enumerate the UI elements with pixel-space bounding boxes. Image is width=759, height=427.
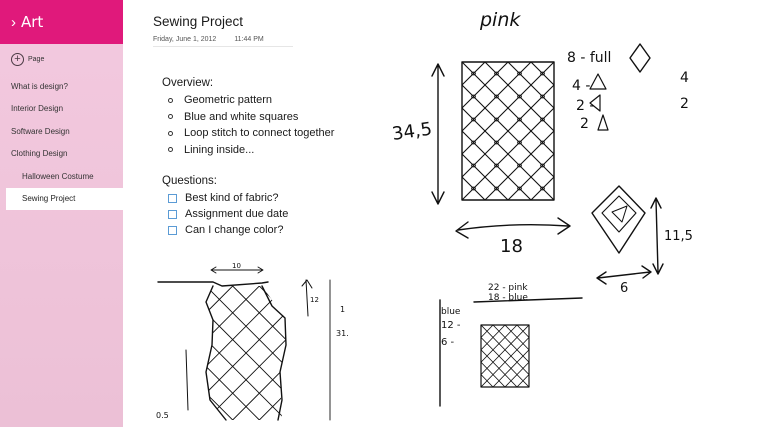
page-title[interactable]: Sewing Project: [153, 14, 244, 29]
questions-list: Best kind of fabric? Assignment due date…: [168, 190, 288, 238]
ink-label: 31.: [336, 329, 349, 338]
height-arrow: [431, 63, 445, 205]
page-item-clothing-design[interactable]: Clothing Design: [11, 149, 68, 159]
list-item[interactable]: Loop stitch to connect together: [168, 125, 334, 142]
ink-label: 12: [310, 296, 319, 304]
todo-item[interactable]: Can I change color?: [168, 222, 288, 238]
diamond-height-arrow: [650, 197, 664, 275]
diamond-width-arrow: [596, 265, 652, 285]
ink-label: 0.5: [156, 411, 169, 420]
width-arrow: [455, 217, 571, 239]
ink-labels: pink 34,5 18 8 - full 4 - 2 - 2 4 2 11,5…: [156, 9, 693, 420]
ink-label: 2: [580, 116, 589, 132]
checkbox[interactable]: [168, 209, 177, 219]
ink-label: pink: [479, 9, 521, 31]
ink-label: 8 - full: [567, 50, 611, 66]
diamond-shape: [591, 185, 646, 254]
add-page-label: Page: [28, 55, 45, 63]
page-list: What is design? Interior Design Software…: [0, 75, 123, 210]
overview-heading[interactable]: Overview:: [162, 77, 214, 89]
ink-label: 22 - pink: [488, 283, 528, 293]
checkbox[interactable]: [168, 193, 177, 203]
sidebar: › Art + Page What is design? Interior De…: [0, 0, 123, 427]
bullet-icon: [168, 130, 173, 136]
plus-icon: +: [11, 52, 24, 66]
ink-label: 34,5: [391, 119, 434, 145]
ink-label: 1: [340, 305, 345, 314]
ink-label: 10: [232, 262, 241, 270]
ink-label: 4 -: [572, 78, 590, 94]
page-item-halloween-costume[interactable]: Halloween Costume: [22, 171, 94, 181]
ink-label: 6: [620, 281, 628, 296]
page-item-sewing-project[interactable]: Sewing Project: [6, 187, 123, 210]
list-item-text: Blue and white squares: [184, 110, 299, 123]
ink-label: 6 -: [441, 337, 455, 348]
todo-text: Can I change color?: [185, 224, 284, 236]
todo-text: Best kind of fabric?: [185, 192, 279, 204]
list-item[interactable]: Blue and white squares: [168, 109, 334, 126]
ink-label: 2 -: [576, 98, 594, 114]
overview-list: Geometric pattern Blue and white squares…: [168, 92, 334, 158]
bullet-icon: [168, 114, 173, 120]
page-time: 11:44 PM: [234, 36, 264, 43]
ink-label: 2: [680, 96, 689, 112]
chevron-right-icon: ›: [11, 13, 16, 31]
checkbox[interactable]: [168, 225, 177, 235]
notebook-header[interactable]: › Art: [0, 0, 123, 44]
ink-label: 12 -: [441, 320, 461, 331]
ink-label: blue: [441, 307, 461, 317]
questions-heading[interactable]: Questions:: [162, 175, 217, 187]
notebook-title: Art: [21, 13, 44, 31]
bullet-icon: [168, 147, 173, 153]
list-item-text: Lining inside...: [184, 143, 255, 156]
list-item-text: Loop stitch to connect together: [184, 127, 335, 140]
list-item[interactable]: Geometric pattern: [168, 92, 334, 109]
page-date: Friday, June 1, 2012: [153, 36, 217, 43]
page-item-what-is-design[interactable]: What is design?: [11, 81, 68, 91]
bullet-icon: [168, 97, 173, 103]
page-item-interior-design[interactable]: Interior Design: [11, 104, 64, 114]
ink-label: 18 - blue: [488, 293, 528, 303]
small-pattern-diamonds: [481, 325, 529, 387]
todo-item[interactable]: Assignment due date: [168, 206, 288, 222]
list-item-text: Geometric pattern: [184, 94, 273, 107]
page-meta: Friday, June 1, 2012 11:44 PM: [153, 36, 293, 47]
pattern-diamonds: [462, 62, 554, 200]
ink-label: 18: [500, 236, 523, 257]
todo-item[interactable]: Best kind of fabric?: [168, 190, 288, 206]
ink-label: 4: [680, 70, 689, 86]
add-page-button[interactable]: + Page: [0, 45, 123, 73]
page-item-software-design[interactable]: Software Design: [11, 126, 70, 136]
todo-text: Assignment due date: [185, 208, 289, 220]
list-item[interactable]: Lining inside...: [168, 142, 334, 159]
ink-label: 11,5: [664, 229, 693, 244]
